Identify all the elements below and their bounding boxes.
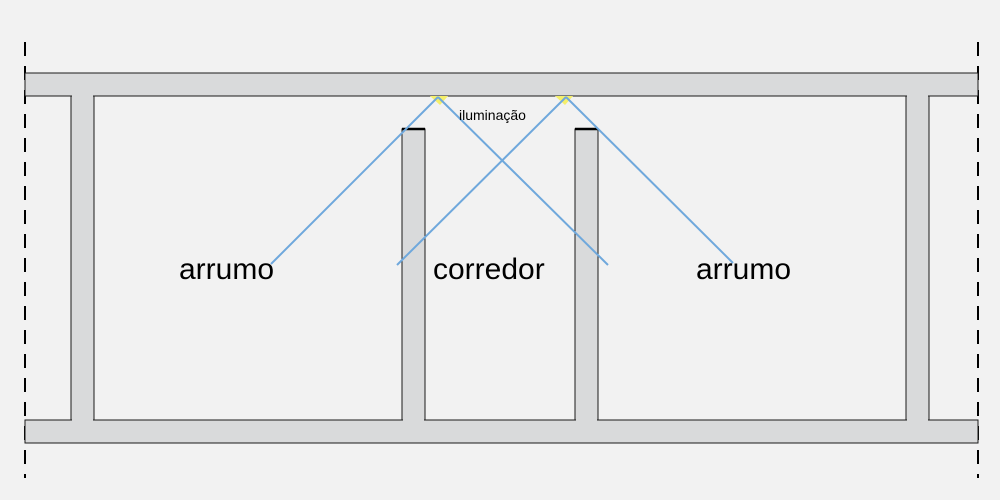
light-ray bbox=[270, 96, 439, 265]
light-ray bbox=[437, 96, 609, 266]
right-outer-wall bbox=[905, 95, 930, 421]
walls bbox=[24, 72, 979, 444]
room-label-center: corredor bbox=[433, 253, 545, 286]
light-ray bbox=[565, 96, 734, 264]
wall-joints bbox=[72, 95, 928, 421]
light-ray bbox=[396, 96, 567, 266]
room-label-right: arrumo bbox=[696, 253, 791, 286]
illumination-label: iluminação bbox=[459, 107, 526, 123]
partition-wall-right bbox=[574, 128, 599, 421]
light-source-left bbox=[430, 96, 448, 105]
left-outer-wall bbox=[70, 95, 95, 421]
partition-wall-left bbox=[401, 128, 426, 421]
room-label-left: arrumo bbox=[179, 253, 274, 286]
light-rays bbox=[270, 96, 734, 266]
top-wall bbox=[24, 72, 979, 97]
bottom-wall bbox=[24, 419, 979, 444]
